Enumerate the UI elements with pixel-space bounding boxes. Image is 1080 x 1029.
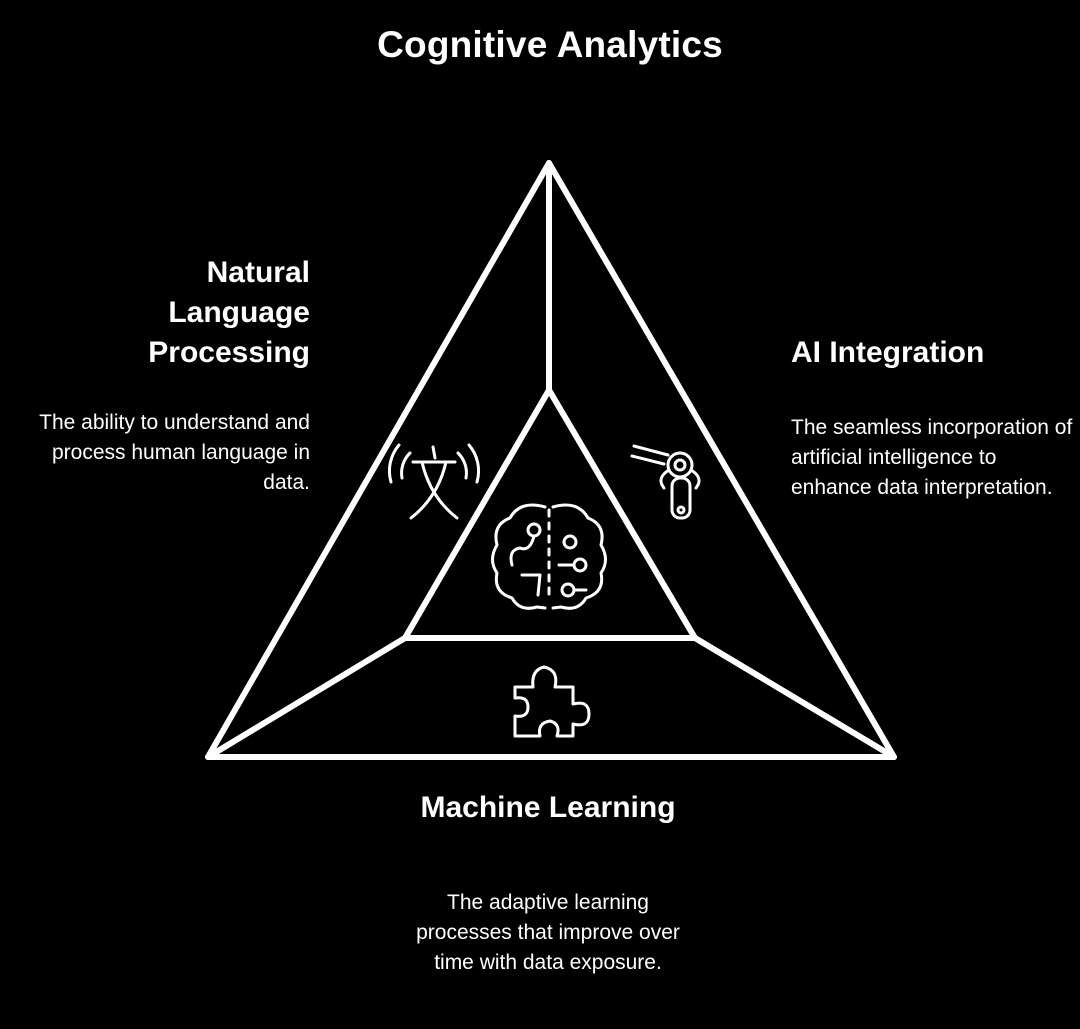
translate-icon xyxy=(387,443,481,520)
ml-heading: Machine Learning xyxy=(420,791,676,824)
inner-triangle xyxy=(402,387,698,641)
brain-icon xyxy=(491,503,607,610)
outer-triangle xyxy=(205,160,897,760)
puzzle-icon xyxy=(513,665,591,738)
nlp-heading: Natural Language Processing xyxy=(148,256,310,369)
ml-description: The adaptive learning processes that imp… xyxy=(416,891,680,974)
page-title: Cognitive Analytics xyxy=(377,24,723,65)
edge-left xyxy=(205,635,408,760)
ai-heading: AI Integration xyxy=(791,336,985,369)
edge-right xyxy=(692,635,897,760)
robot-arm-icon xyxy=(630,444,701,520)
nlp-description: The ability to understand and process hu… xyxy=(39,411,310,494)
ai-description: The seamless incorporation of artificial… xyxy=(791,416,1073,499)
